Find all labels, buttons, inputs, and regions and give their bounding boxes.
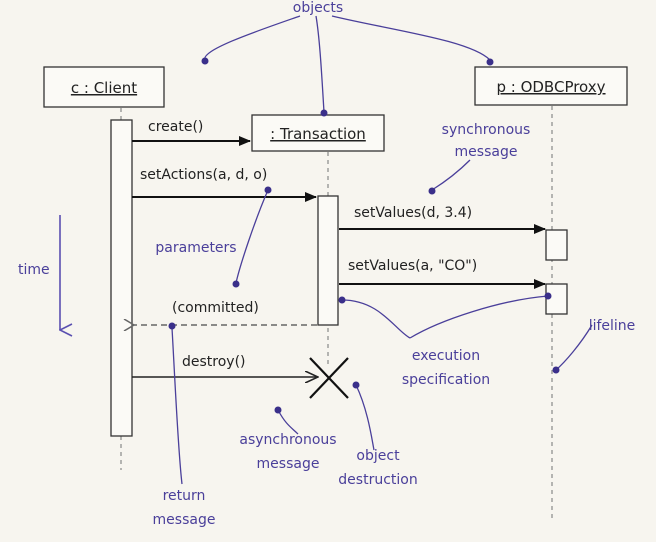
annotation-dots [168, 57, 560, 414]
annotation-return-line1: return [163, 488, 206, 504]
annotation-return-line2: message [153, 512, 216, 528]
annotation-objects: objects [293, 0, 343, 16]
annotation-lifeline: lifeline [589, 318, 636, 334]
execution-client [110, 119, 133, 437]
object-transaction-label: : Transaction [270, 125, 366, 143]
execution-proxy-2 [545, 283, 568, 315]
object-transaction: : Transaction [251, 114, 385, 152]
message-destroy-label: destroy() [182, 354, 246, 370]
annotation-asynchronous-line2: message [257, 456, 320, 472]
execution-proxy-1 [545, 229, 568, 261]
annotation-synchronous-line1: synchronous [442, 122, 531, 138]
annotation-connectors [171, 15, 593, 485]
annotation-execution-line1: execution [412, 348, 480, 364]
object-client: c : Client [43, 66, 165, 108]
message-committed-label: (committed) [172, 300, 259, 316]
annotation-destruction-line1: object [356, 448, 400, 464]
object-proxy: p : ODBCProxy [474, 66, 628, 106]
object-proxy-label: p : ODBCProxy [496, 78, 605, 96]
destruction-x-icon [309, 357, 349, 399]
object-client-label: c : Client [71, 79, 137, 97]
execution-transaction [317, 195, 339, 326]
annotation-synchronous-line2: message [455, 144, 518, 160]
message-set-values-1-label: setValues(d, 3.4) [354, 205, 472, 221]
annotation-destruction-line2: destruction [338, 472, 417, 488]
annotation-execution-line2: specification [402, 372, 490, 388]
annotation-time: time [18, 262, 50, 278]
message-set-actions-label: setActions(a, d, o) [140, 167, 267, 183]
annotation-parameters: parameters [155, 240, 236, 256]
message-set-values-2-label: setValues(a, "CO") [348, 258, 477, 274]
annotation-asynchronous-line1: asynchronous [239, 432, 336, 448]
message-create-label: create() [148, 119, 203, 135]
